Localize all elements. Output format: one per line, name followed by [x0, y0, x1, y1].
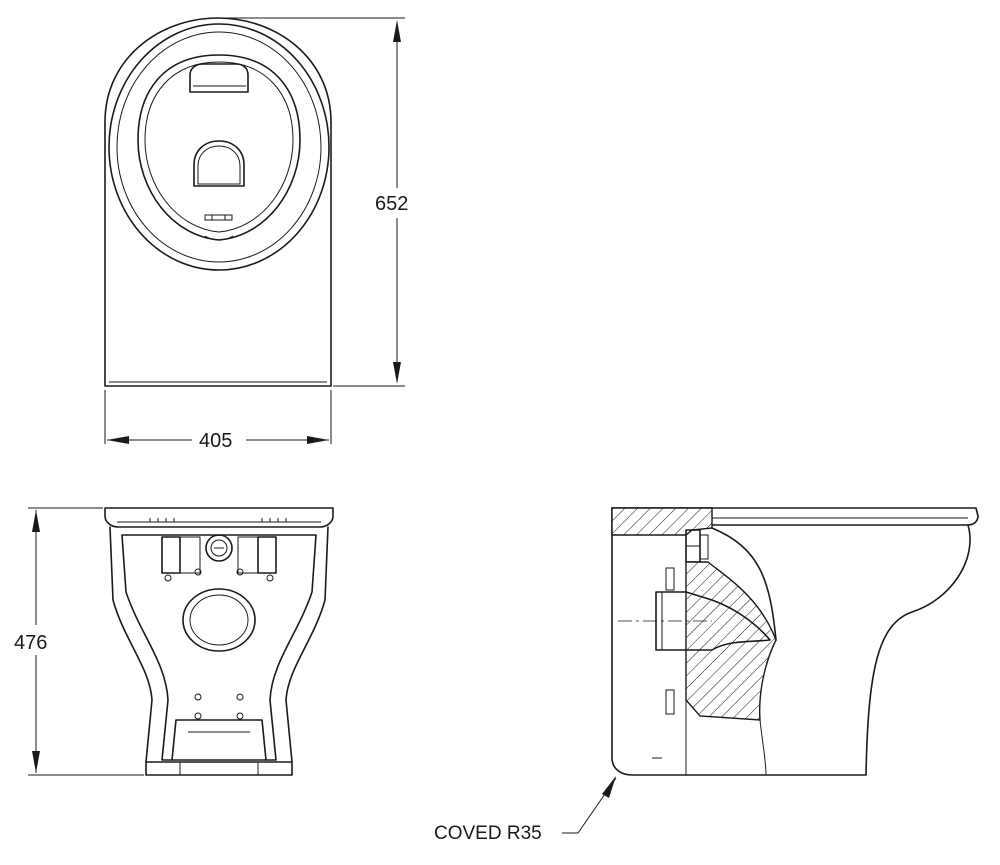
side-rim-section [611, 507, 713, 536]
dimension-label-height: 476 [14, 632, 47, 654]
side-bowl-profile [711, 527, 777, 641]
front-pedestal-outer [109, 526, 329, 776]
coved-annotation: COVED R35 [434, 776, 617, 844]
dimension-depth: 652 [225, 17, 408, 387]
side-outlet [655, 591, 771, 651]
side-back-outline [611, 507, 687, 776]
front-bracket-right [257, 536, 277, 574]
dimension-label-width: 405 [199, 430, 232, 452]
coved-note-label: COVED R35 [434, 823, 542, 844]
front-inlet [205, 534, 233, 562]
plan-rim [108, 23, 330, 271]
plan-outer-outline [104, 17, 332, 387]
dimension-label-depth: 652 [375, 193, 408, 215]
dimension-width: 405 [104, 390, 332, 452]
plan-bowl [137, 54, 301, 241]
dimension-height: 476 [14, 507, 144, 776]
plan-view [104, 17, 332, 387]
front-rim [104, 507, 334, 528]
front-view [104, 507, 334, 776]
plan-rear-recess [189, 63, 249, 93]
side-section-view [611, 507, 979, 776]
front-bracket-left [161, 536, 181, 574]
front-base-recess [171, 719, 267, 761]
front-pedestal-inner [121, 534, 317, 761]
front-outlet [182, 588, 256, 652]
plan-outlet [193, 140, 245, 187]
side-pedestal-profile [685, 524, 971, 776]
